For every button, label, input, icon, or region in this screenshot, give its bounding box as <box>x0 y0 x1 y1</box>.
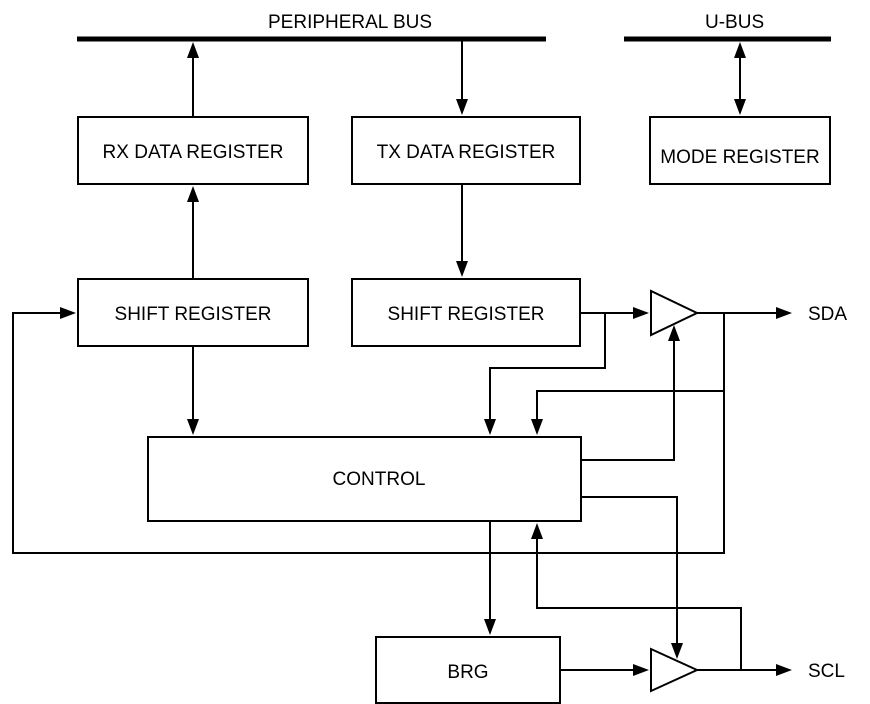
sda-feedback-to-control-arrow <box>531 313 725 435</box>
sda-buffer-icon <box>650 289 700 337</box>
rx-shift-to-control-arrow <box>187 346 199 435</box>
rx-data-to-bus-arrow <box>187 42 199 117</box>
brg-to-scl-buffer-arrow <box>560 664 649 676</box>
sda-label: SDA <box>808 304 847 325</box>
scl-output-arrow <box>697 664 792 676</box>
mode-register-block: MODE REGISTER <box>649 116 831 185</box>
brg-label: BRG <box>447 662 488 683</box>
brg-block: BRG <box>375 636 561 704</box>
control-to-sda-buffer-arrow <box>581 325 680 461</box>
rx-shift-register-label: SHIFT REGISTER <box>115 304 272 325</box>
control-to-brg-arrow <box>484 521 496 635</box>
u-bus-label: U-BUS <box>705 12 764 33</box>
rx-data-register-label: RX DATA REGISTER <box>103 142 284 163</box>
scl-label: SCL <box>808 661 845 682</box>
u-bus-mode-register-arrow <box>734 42 746 115</box>
mode-register-label: MODE REGISTER <box>660 147 819 168</box>
tx-shift-register-label: SHIFT REGISTER <box>388 304 545 325</box>
sda-feedback-to-rx-shift-arrow <box>12 307 725 554</box>
control-to-scl-buffer-arrow <box>581 496 683 659</box>
tx-shift-to-sda-buffer-arrow <box>580 307 649 319</box>
tx-shift-register-block: SHIFT REGISTER <box>351 278 581 347</box>
control-block: CONTROL <box>147 436 582 522</box>
peripheral-bus-label: PERIPHERAL BUS <box>268 12 432 33</box>
scl-feedback-to-control-arrow <box>531 523 742 670</box>
sda-output-arrow <box>697 307 792 319</box>
control-label: CONTROL <box>333 469 426 490</box>
tx-data-to-tx-shift-arrow <box>456 184 468 277</box>
tx-data-register-label: TX DATA REGISTER <box>377 142 556 163</box>
scl-buffer-icon <box>650 647 700 693</box>
tx-data-register-block: TX DATA REGISTER <box>351 116 581 185</box>
bus-to-tx-data-arrow <box>456 41 468 115</box>
rx-data-register-block: RX DATA REGISTER <box>77 116 309 185</box>
rx-shift-register-block: SHIFT REGISTER <box>77 278 309 347</box>
rx-shift-to-rx-data-arrow <box>187 186 199 279</box>
tx-shift-to-control-arrow <box>484 313 606 435</box>
